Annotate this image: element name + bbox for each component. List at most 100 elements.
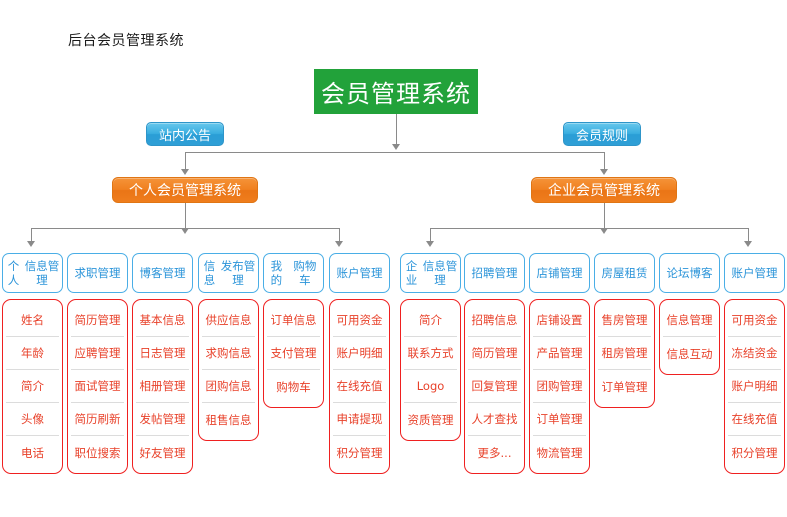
column-item[interactable]: 应聘管理 <box>71 337 124 370</box>
column-item[interactable]: 简介 <box>6 370 59 403</box>
column-head[interactable]: 信息 发布管理 <box>198 253 259 293</box>
connector-branch-left-drop <box>185 152 186 170</box>
column-item[interactable]: 租售信息 <box>205 412 252 427</box>
column-head-line1: 论坛博客 <box>666 266 713 280</box>
connector-left-fan-last-drop <box>339 228 340 242</box>
connector-left-fan-first-arrow <box>27 241 35 247</box>
column-head-line1: 招聘管理 <box>471 266 518 280</box>
column-item[interactable]: 积分管理 <box>336 445 383 460</box>
note-site-announcement[interactable]: 站内公告 <box>146 122 224 146</box>
column-item[interactable]: 信息管理 <box>663 304 716 337</box>
column-item[interactable]: 积分管理 <box>731 445 778 460</box>
column-item[interactable]: 日志管理 <box>136 337 189 370</box>
column-head[interactable]: 企业 信息管理 <box>400 253 461 293</box>
connector-right-fan-bar <box>430 228 748 229</box>
column-item[interactable]: 租房管理 <box>598 337 651 370</box>
column-item[interactable]: 发帖管理 <box>136 403 189 436</box>
column-head[interactable]: 账户管理 <box>724 253 785 293</box>
column-head-line1: 信息 <box>203 259 216 287</box>
column-item[interactable]: 冻结资金 <box>728 337 781 370</box>
column-head-line2: 发布管理 <box>220 259 256 287</box>
column-items: 信息管理信息互动 <box>659 299 720 375</box>
column-item[interactable]: 好友管理 <box>139 445 186 460</box>
column-item[interactable]: 姓名 <box>6 304 59 337</box>
column-item[interactable]: 职位搜索 <box>74 445 121 460</box>
column-item[interactable]: 订单信息 <box>267 304 320 337</box>
column-head[interactable]: 论坛博客 <box>659 253 720 293</box>
column-item[interactable]: 求购信息 <box>202 337 255 370</box>
connector-right-fan-stem <box>604 203 605 228</box>
root-node-membership-system: 会员管理系统 <box>314 69 478 114</box>
column-item[interactable]: 账户明细 <box>333 337 386 370</box>
column-head-line1: 店铺管理 <box>536 266 583 280</box>
column-item[interactable]: 电话 <box>21 445 44 460</box>
column-item[interactable]: 可用资金 <box>728 304 781 337</box>
connector-left-fan-last-arrow <box>335 241 343 247</box>
column-items: 售房管理租房管理订单管理 <box>594 299 655 408</box>
column-item[interactable]: 可用资金 <box>333 304 386 337</box>
column-item[interactable]: 联系方式 <box>404 337 457 370</box>
column-item[interactable]: 订单管理 <box>533 403 586 436</box>
column-item[interactable]: 相册管理 <box>136 370 189 403</box>
column-item[interactable]: 账户明细 <box>728 370 781 403</box>
column-item[interactable]: 供应信息 <box>202 304 255 337</box>
column-item[interactable]: 团购信息 <box>202 370 255 403</box>
column-store: 店铺管理 店铺设置产品管理团购管理订单管理物流管理 <box>529 253 590 474</box>
note-membership-rules[interactable]: 会员规则 <box>563 122 641 146</box>
column-items: 订单信息支付管理购物车 <box>263 299 324 408</box>
column-head[interactable]: 个人 信息管理 <box>2 253 63 293</box>
column-item[interactable]: Logo <box>404 370 457 403</box>
branch-enterprise-member-system[interactable]: 企业会员管理系统 <box>531 177 677 203</box>
column-item[interactable]: 人才查找 <box>468 403 521 436</box>
connector-right-fan-first-drop <box>430 228 431 242</box>
column-item[interactable]: 头像 <box>6 403 59 436</box>
column-item[interactable]: 在线充值 <box>728 403 781 436</box>
column-item[interactable]: 简历管理 <box>468 337 521 370</box>
column-item[interactable]: 物流管理 <box>536 445 583 460</box>
column-item[interactable]: 基本信息 <box>136 304 189 337</box>
column-item[interactable]: 店铺设置 <box>533 304 586 337</box>
column-item[interactable]: 简介 <box>404 304 457 337</box>
column-item[interactable]: 回复管理 <box>468 370 521 403</box>
column-head[interactable]: 招聘管理 <box>464 253 525 293</box>
column-head[interactable]: 博客管理 <box>132 253 193 293</box>
column-account-personal: 账户管理 可用资金账户明细在线充值申请提现积分管理 <box>329 253 390 474</box>
column-house-rental: 房屋租赁 售房管理租房管理订单管理 <box>594 253 655 408</box>
column-job-seeking: 求职管理 简历管理应聘管理面试管理简历刷新职位搜索 <box>67 253 128 474</box>
column-item[interactable]: 团购管理 <box>533 370 586 403</box>
column-head-line2: 购物车 <box>293 259 317 287</box>
column-head-line1: 我的 <box>270 259 283 287</box>
column-item[interactable]: 产品管理 <box>533 337 586 370</box>
column-head[interactable]: 我的 购物车 <box>263 253 324 293</box>
column-item[interactable]: 支付管理 <box>267 337 320 370</box>
connector-branch-right-arrow <box>600 169 608 175</box>
column-item[interactable]: 招聘信息 <box>468 304 521 337</box>
column-head-line1: 房屋租赁 <box>601 266 648 280</box>
column-item[interactable]: 简历管理 <box>71 304 124 337</box>
column-head[interactable]: 账户管理 <box>329 253 390 293</box>
connector-right-fan-mid-arrow <box>600 228 608 234</box>
column-item[interactable]: 简历刷新 <box>71 403 124 436</box>
column-item[interactable]: 在线充值 <box>333 370 386 403</box>
column-item[interactable]: 更多... <box>477 445 512 460</box>
connector-branch-bar <box>185 152 604 153</box>
column-head[interactable]: 店铺管理 <box>529 253 590 293</box>
column-head[interactable]: 求职管理 <box>67 253 128 293</box>
column-item[interactable]: 面试管理 <box>71 370 124 403</box>
column-head-line1: 求职管理 <box>74 266 121 280</box>
column-items: 可用资金账户明细在线充值申请提现积分管理 <box>329 299 390 474</box>
column-info-publish: 信息 发布管理 供应信息求购信息团购信息租售信息 <box>198 253 259 441</box>
branch-personal-member-system[interactable]: 个人会员管理系统 <box>112 177 258 203</box>
page-title: 后台会员管理系统 <box>68 33 184 49</box>
column-item[interactable]: 订单管理 <box>601 379 648 394</box>
column-head-line1: 账户管理 <box>336 266 383 280</box>
column-item[interactable]: 购物车 <box>276 379 311 394</box>
column-item[interactable]: 信息互动 <box>666 346 713 361</box>
column-item[interactable]: 申请提现 <box>333 403 386 436</box>
column-item[interactable]: 售房管理 <box>598 304 651 337</box>
column-item[interactable]: 年龄 <box>6 337 59 370</box>
column-items: 简历管理应聘管理面试管理简历刷新职位搜索 <box>67 299 128 474</box>
column-head[interactable]: 房屋租赁 <box>594 253 655 293</box>
column-item[interactable]: 资质管理 <box>407 412 454 427</box>
